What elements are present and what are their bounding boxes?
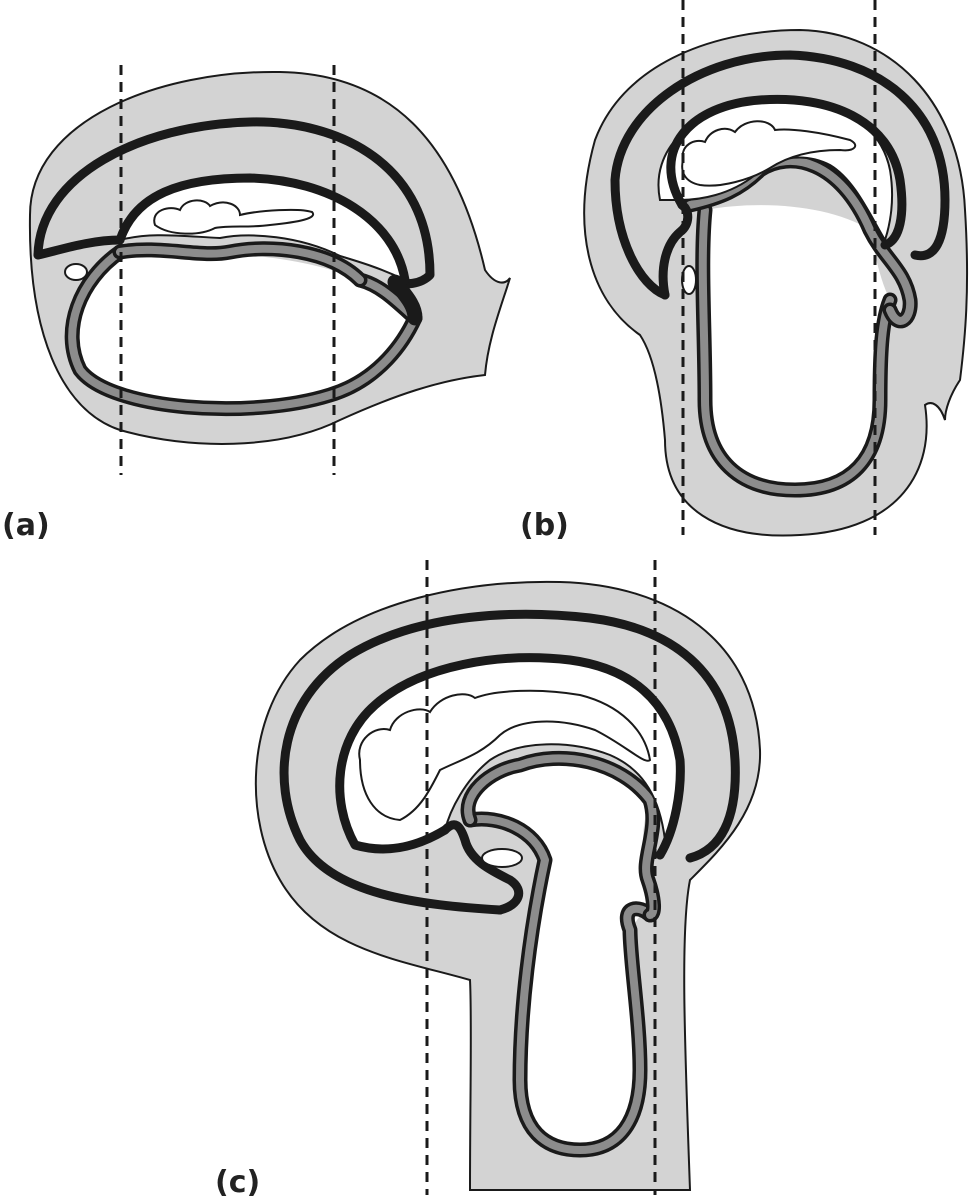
panel-b-outer-band-base bbox=[658, 200, 693, 300]
panel-a-neural-lobes bbox=[153, 199, 315, 235]
panel-c-diagram bbox=[254, 560, 762, 1195]
panel-c-inner-tube-core bbox=[466, 815, 654, 1154]
panel-c-small-vesicle bbox=[481, 848, 523, 868]
panel-a-outer-band bbox=[33, 117, 435, 289]
panel-a-dorsal-tube-core bbox=[116, 244, 364, 284]
panel-c-dorsal-tube-core bbox=[464, 754, 658, 919]
panel-a-inner-band bbox=[115, 173, 410, 285]
panel-c-outer-band bbox=[279, 609, 740, 915]
panel-a-small-vesicle bbox=[64, 263, 88, 281]
panel-c-outer-band-hook bbox=[440, 820, 524, 915]
panel-a-label: (a) bbox=[2, 508, 50, 543]
panel-b-neural-lobes bbox=[681, 120, 857, 187]
panel-b-outer-band bbox=[610, 50, 950, 300]
panel-b-label: (b) bbox=[520, 508, 569, 543]
panel-c-inner-band bbox=[335, 653, 685, 860]
panel-a-stalk-tube bbox=[387, 274, 423, 326]
panel-a-outer-band-base bbox=[33, 235, 125, 260]
panel-c-yolk-cavity bbox=[468, 758, 655, 1150]
panel-b-diagram bbox=[583, 0, 969, 537]
panel-a-diagram bbox=[28, 65, 511, 475]
panel-a-yolk-cavity bbox=[72, 251, 415, 409]
panel-b-yolk-cavity bbox=[702, 205, 890, 490]
panel-c-label: (c) bbox=[215, 1165, 260, 1200]
panel-b-inner-tube-core bbox=[698, 206, 894, 494]
panel-b-inner-band bbox=[666, 94, 907, 250]
panel-c-neural-lobes bbox=[358, 689, 652, 822]
